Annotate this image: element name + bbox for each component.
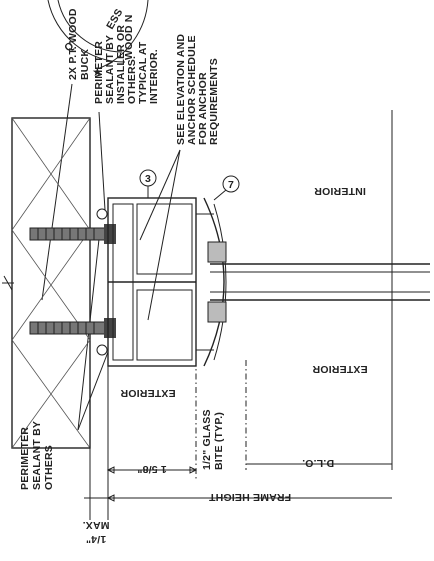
anchor-note-label-3: FOR ANCHOR xyxy=(197,72,209,145)
anchor-screws xyxy=(29,224,116,338)
sealant-bottom-label-2: SEALANT BY xyxy=(31,421,43,490)
aluminum-frame xyxy=(96,197,227,367)
glass-bite-note: 1/2" GLASS BITE (TYP.) xyxy=(201,409,225,470)
top-labels: 2X P.T. WOOD BUCK PERIMETER SEALANT BY I… xyxy=(67,8,220,145)
sealant-top-label-4: OTHERS. xyxy=(126,56,138,104)
side-labels: INTERIOR EXTERIOR EXTERIOR xyxy=(120,185,367,399)
sealant-top-label-5: TYPICAL AT xyxy=(137,41,149,104)
screw-bottom xyxy=(29,318,116,338)
max-gap-label-2: MAX. xyxy=(82,519,109,531)
exterior-left-label: EXTERIOR xyxy=(120,387,175,399)
dimensions: 1 5/8" D.L.O. FRAME HEIGHT xyxy=(84,110,393,520)
break-line xyxy=(2,275,14,291)
max-gap-label: 1/4" xyxy=(86,533,106,545)
glass-lite xyxy=(210,263,430,301)
buck-label: 2X P.T. WOOD xyxy=(67,8,79,80)
anchor-note-label: SEE ELEVATION AND xyxy=(175,34,187,145)
sealant-bottom-label: PERIMETER xyxy=(19,427,31,490)
callouts: 3 7 xyxy=(139,169,240,201)
bottom-notes: PERIMETER SEALANT BY OTHERS 1/4" MAX. xyxy=(19,421,110,545)
seal-text-top: WOOD N xyxy=(123,14,135,60)
sealant-bottom-label-3: OTHERS xyxy=(43,445,55,490)
interior-label: INTERIOR xyxy=(314,185,366,197)
dim-frame-height: FRAME HEIGHT xyxy=(208,491,291,503)
glass-bite-label: 1/2" GLASS xyxy=(201,409,213,470)
sealant-top-label-2: SEALANT BY xyxy=(104,35,116,104)
sealant-top-label-3: INSTALLER OR xyxy=(115,25,127,104)
anchor-note-label-4: REQUIREMENTS xyxy=(208,58,220,145)
callout-3: 3 xyxy=(145,173,151,185)
anchor-note-label-2: ANCHOR SCHEDULE xyxy=(186,35,198,145)
callout-7: 7 xyxy=(228,179,234,191)
exterior-right-label: EXTERIOR xyxy=(312,363,367,375)
sealant-top-label-6: INTERIOR. xyxy=(148,49,160,104)
sealant-top-label: PERIMETER xyxy=(93,41,105,104)
wood-buck xyxy=(11,117,91,449)
seal-star-icon: ★ xyxy=(92,65,103,79)
buck-label-2: BUCK xyxy=(79,49,91,80)
screw-top xyxy=(29,224,116,244)
dim-depth: 1 5/8" xyxy=(137,463,167,475)
glass-bite-label-2: BITE (TYP.) xyxy=(213,412,225,470)
dim-dlo: D.L.O. xyxy=(302,457,334,469)
leader-lines xyxy=(41,83,181,431)
